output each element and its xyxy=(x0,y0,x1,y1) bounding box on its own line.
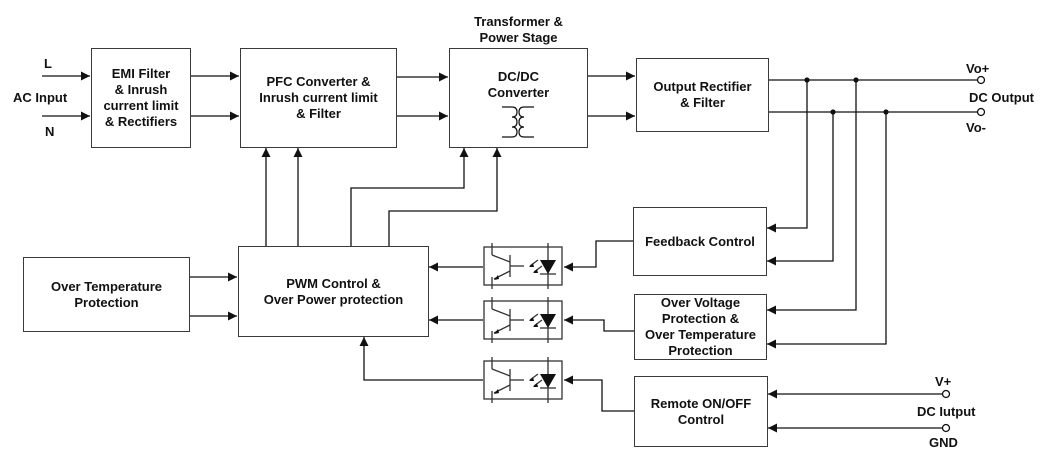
transformer-icon xyxy=(502,106,535,138)
gnd-label: GND xyxy=(929,435,958,450)
ovp-otp-block: Over Voltage Protection & Over Temperatu… xyxy=(634,294,767,360)
junction-dot xyxy=(853,77,859,83)
emi-filter-block: EMI Filter & Inrush current limit & Rect… xyxy=(91,48,191,148)
terminal-v-plus xyxy=(941,389,951,399)
wire-pwm-to-dcdc-1 xyxy=(350,148,469,246)
dcdc-converter-block: DC/DC Converter xyxy=(449,48,588,148)
v-plus-label: V+ xyxy=(935,374,952,389)
junction-dot xyxy=(883,109,889,115)
pwm-control-block: PWM Control & Over Power protection xyxy=(238,246,429,337)
junction-dot xyxy=(804,77,810,83)
optocoupler-ovp-icon xyxy=(483,297,563,343)
feedback-control-block: Feedback Control xyxy=(633,207,767,276)
neutral-terminal-label: N xyxy=(45,124,55,139)
wire-vo-plus-to-feedback xyxy=(767,80,808,233)
ac-input-label: AC Input xyxy=(13,90,68,105)
wire-vo-minus-to-ovp xyxy=(767,112,887,349)
wire-opto3-to-pwm xyxy=(359,337,483,381)
transformer-stage-label: Transformer & Power Stage xyxy=(474,14,563,45)
remote-onoff-block: Remote ON/OFF Control xyxy=(634,376,768,447)
terminal-gnd xyxy=(941,423,951,433)
pfc-converter-block: PFC Converter & Inrush current limit & F… xyxy=(240,48,397,148)
terminal-vo-plus xyxy=(976,75,986,85)
wire-pwm-to-dcdc-2 xyxy=(388,148,502,246)
optocoupler-remote-icon xyxy=(483,357,563,403)
wire-feedback-to-opto1 xyxy=(564,240,633,272)
junction-dot xyxy=(830,109,836,115)
optocoupler-feedback-icon xyxy=(483,243,563,289)
dc-input-label: DC Iutput xyxy=(917,404,976,419)
wire-vo-minus-to-feedback xyxy=(767,112,834,266)
wire-ovp-to-opto2 xyxy=(564,315,634,332)
over-temperature-block: Over Temperature Protection xyxy=(23,257,190,332)
vo-plus-label: Vo+ xyxy=(966,61,990,76)
terminal-vo-minus xyxy=(976,107,986,117)
dc-output-label: DC Output xyxy=(969,90,1034,105)
wire-vo-plus-to-ovp xyxy=(767,80,857,315)
line-terminal-label: L xyxy=(44,56,52,71)
output-rectifier-block: Output Rectifier & Filter xyxy=(636,58,769,132)
vo-minus-label: Vo- xyxy=(966,120,986,135)
dcdc-converter-label: DC/DC Converter xyxy=(487,69,550,100)
wire-remote-to-opto3 xyxy=(564,375,634,412)
